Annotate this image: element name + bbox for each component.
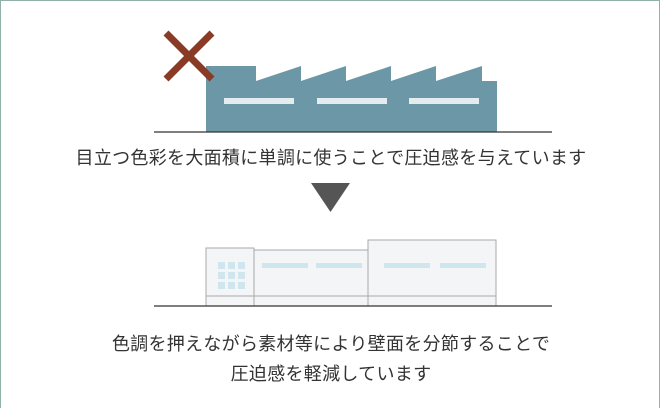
- window-strip: [440, 263, 486, 268]
- window-strip: [384, 263, 430, 268]
- window-strip: [316, 263, 362, 268]
- down-triangle-icon: [311, 183, 350, 212]
- factory-window-strip: [409, 98, 479, 104]
- wall-segment-middle: [253, 249, 369, 307]
- window-strip: [262, 263, 308, 268]
- x-mark-icon: [163, 30, 215, 82]
- after-caption-line2: 圧迫感を軽減しています: [230, 364, 432, 385]
- factory-window-strip: [317, 98, 387, 104]
- wall-segment-right: [367, 239, 497, 307]
- grid-window: [218, 262, 245, 289]
- after-caption-line1: 色調を押えながら素材等により壁面を分節することで: [111, 334, 551, 355]
- factory-before: [154, 30, 552, 133]
- factory-window-strip: [224, 98, 294, 104]
- building-after: [154, 239, 552, 307]
- before-caption: 目立つ色彩を大面積に単調に使うことで圧迫感を与えています: [75, 148, 587, 169]
- after-caption: 色調を押えながら素材等により壁面を分節することで 圧迫感を軽減しています: [0, 330, 662, 390]
